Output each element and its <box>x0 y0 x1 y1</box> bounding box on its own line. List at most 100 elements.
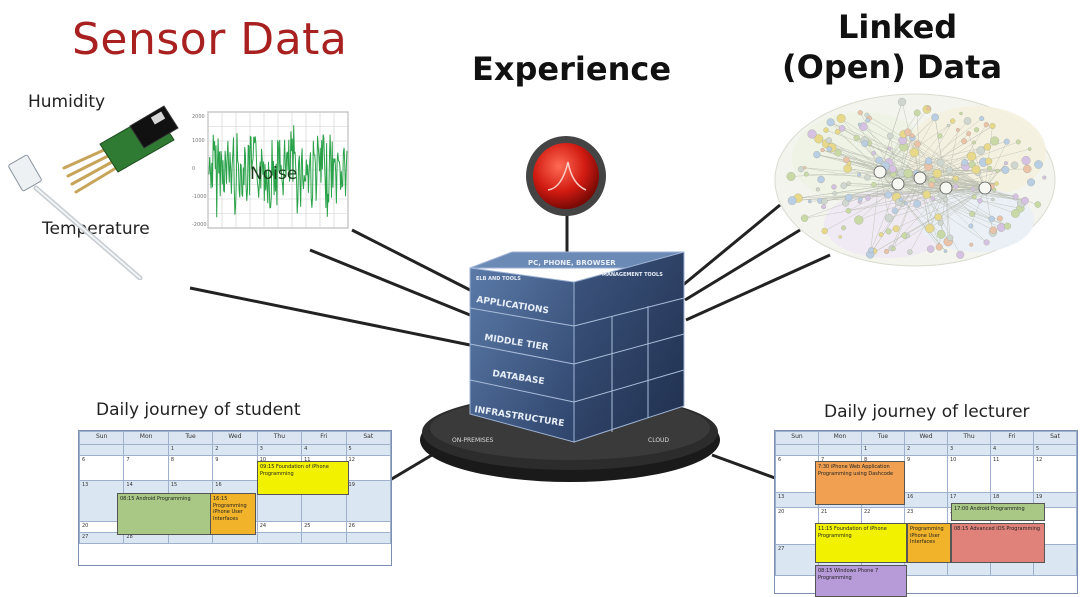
linked-title-line2: (Open) Data <box>782 48 1003 86</box>
calendar-event[interactable]: Programming iPhone User Interfaces <box>907 523 951 563</box>
calendar-day-cell: 3 <box>256 444 303 456</box>
linked-data-node <box>825 137 832 144</box>
calendar-event[interactable]: 16:15 Programming iPhone User Interfaces <box>210 493 256 535</box>
linked-data-node <box>914 140 921 148</box>
linked-data-node <box>884 248 890 254</box>
calendar-day-header: Tue <box>167 431 214 445</box>
calendar-event[interactable]: 7:30 iPhone Web Application Programming … <box>815 461 905 505</box>
calendar-day-cell <box>818 444 862 456</box>
calendar-event[interactable]: 08:15 Android Programming <box>117 493 211 535</box>
linked-data-node <box>846 181 851 186</box>
calendar-day-cell: 25 <box>301 521 347 533</box>
linked-data-node <box>903 168 913 178</box>
calendar-day-cell: 20 <box>775 507 819 545</box>
linked-data-node <box>989 226 997 234</box>
svg-text:2000: 2000 <box>192 114 205 120</box>
linked-data-cloud <box>774 93 1056 267</box>
lecturer-calendar: SunMonTueWedThuFriSat1234567891011121314… <box>774 430 1078 597</box>
linked-data-node <box>979 115 985 122</box>
calendar-event[interactable]: 08:15 Advanced iOS Programming <box>951 523 1045 563</box>
linked-data-node <box>995 168 1000 173</box>
linked-data-node <box>936 230 946 239</box>
linked-data-node <box>834 149 842 157</box>
cube-top-label: PC, PHONE, BROWSER <box>528 259 616 267</box>
linked-data-node <box>1011 209 1020 218</box>
calendar-day-cell: 12 <box>345 455 392 481</box>
linked-data-node <box>898 197 904 202</box>
calendar-event[interactable]: 09:15 Foundation of iPhone Programming <box>257 461 349 495</box>
linked-data-node <box>988 215 995 223</box>
linked-data-node <box>946 234 954 242</box>
linked-data-node <box>966 131 972 137</box>
linked-data-node <box>952 179 957 183</box>
calendar-event[interactable]: 17:00 Android Programming <box>951 503 1045 521</box>
linked-data-node <box>878 232 884 237</box>
linked-data-node <box>854 215 864 225</box>
linked-data-node <box>983 122 990 128</box>
linked-data-node <box>953 184 959 190</box>
linked-data-node <box>831 184 837 190</box>
calendar-day-cell: 2 <box>904 444 948 456</box>
linked-data-node <box>959 111 963 116</box>
linked-data-node <box>937 133 943 139</box>
temperature-probe-icon <box>8 154 143 280</box>
calendar-day-cell: 6 <box>78 455 125 481</box>
linked-data-node <box>1042 175 1047 180</box>
linked-data-node <box>996 223 1006 232</box>
calendar-day-cell: 24 <box>256 521 303 533</box>
svg-text:-2000: -2000 <box>192 222 207 228</box>
linked-data-node <box>972 194 977 200</box>
calendar-day-cell: 1 <box>861 444 905 456</box>
linked-data-node <box>1034 201 1042 208</box>
linked-data-node <box>909 147 919 158</box>
calendar-day-header: Mon <box>123 431 169 445</box>
linked-data-node <box>925 157 933 165</box>
calendar-event[interactable]: 08:15 Windows Phone 7 Programming <box>815 565 907 597</box>
linked-data-node <box>871 150 876 156</box>
linked-data-node <box>932 169 942 179</box>
calendar-day-cell: 9 <box>904 455 948 493</box>
linked-data-node <box>865 118 870 123</box>
calendar-event[interactable]: 11:15 Foundation of iPhone Programming <box>815 523 907 563</box>
linked-data-node <box>891 207 899 214</box>
linked-data-node <box>864 112 870 118</box>
linked-data-node <box>928 181 935 189</box>
linked-data-node <box>943 249 948 253</box>
calendar-day-cell: 26 <box>345 521 392 533</box>
linked-data-node <box>931 113 939 122</box>
linked-data-node <box>813 151 821 159</box>
calendar-day-header: Fri <box>990 431 1034 445</box>
linked-data-node <box>887 132 894 140</box>
linked-data-node <box>935 243 943 251</box>
calendar-day-header: Mon <box>818 431 862 445</box>
linked-data-node <box>843 164 852 173</box>
calendar-day-cell: 9 <box>212 455 258 481</box>
linked-data-node <box>963 117 972 125</box>
linked-data-node <box>821 227 828 235</box>
linked-data-node <box>1027 178 1036 187</box>
linked-data-node <box>989 123 996 130</box>
linked-data-node <box>797 166 805 173</box>
linked-data-node <box>905 233 911 239</box>
linked-data-node <box>985 157 993 165</box>
linked-data-node <box>865 195 871 201</box>
svg-text:0: 0 <box>192 166 195 172</box>
linked-data-node <box>925 223 935 234</box>
linked-data-node <box>913 109 921 117</box>
calendar-day-header: Fri <box>301 431 347 445</box>
calendar-day-header: Sat <box>345 431 392 445</box>
calendar-day-cell <box>256 532 303 544</box>
linked-data-node <box>817 175 825 184</box>
linked-data-node <box>838 125 846 132</box>
linked-data-node <box>1021 156 1031 165</box>
linked-data-node <box>1010 161 1019 169</box>
linked-data-node <box>904 128 912 137</box>
linked-data-node <box>990 136 1000 146</box>
connector-lecturer <box>711 453 776 480</box>
linked-data-node <box>857 110 863 116</box>
linked-data-node <box>956 128 960 132</box>
linked-data-node <box>976 146 986 155</box>
linked-data-node <box>861 140 869 148</box>
linked-data-node <box>972 140 976 145</box>
